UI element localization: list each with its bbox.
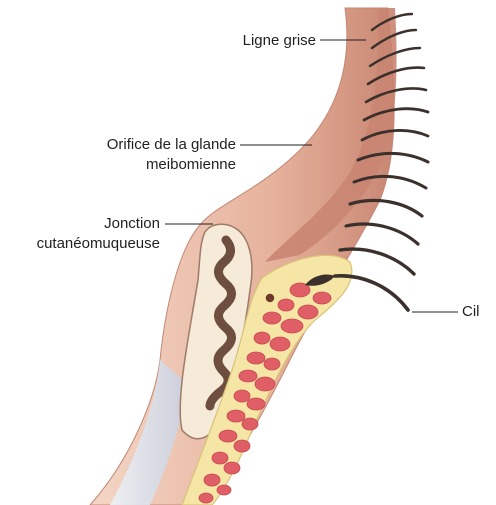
leader-lines — [165, 39, 458, 313]
conjunctiva-mucosa — [110, 360, 188, 505]
label-orifice-line1: Orifice de la glande — [106, 136, 236, 153]
eyelashes — [333, 12, 430, 312]
label-cil: Cil — [462, 303, 480, 320]
label-ligne-grise: Ligne grise — [242, 32, 316, 49]
label-jonction-line2: cutanéomuqueuse — [36, 235, 160, 252]
label-orifice-line2: meibomienne — [145, 156, 236, 173]
meibomian-gland-lobules — [198, 282, 332, 504]
label-jonction-line1: Jonction — [104, 215, 160, 232]
gland-orifice-dot — [264, 292, 276, 304]
lash-follicle — [305, 274, 335, 286]
